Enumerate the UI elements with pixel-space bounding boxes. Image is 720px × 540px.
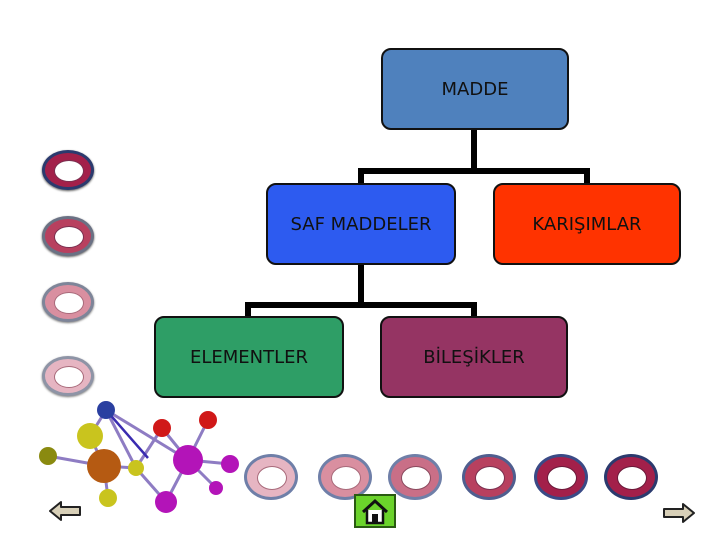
karisimlar-node[interactable]: KARIŞIMLAR: [493, 183, 681, 265]
home-button[interactable]: [354, 494, 396, 528]
connector-left-child-drop: [358, 168, 364, 184]
connector-bilesikler-drop: [471, 302, 477, 318]
ring-button[interactable]: [388, 454, 442, 500]
bilesikler-label: BİLEŞİKLER: [423, 346, 525, 368]
molecule-icon: [39, 401, 239, 513]
saf-maddeler-node[interactable]: SAF MADDELER: [266, 183, 456, 265]
ring-button[interactable]: [462, 454, 516, 500]
connector-right-child-drop: [584, 168, 590, 184]
connector-root-horizontal: [358, 168, 590, 174]
ring-button[interactable]: [244, 454, 298, 500]
ring-button[interactable]: [534, 454, 588, 500]
home-icon: [361, 498, 389, 525]
left-arrow-icon: [49, 501, 81, 521]
prev-button[interactable]: [48, 500, 82, 522]
next-button[interactable]: [662, 502, 696, 524]
madde-label: MADDE: [441, 78, 509, 100]
bilesikler-node[interactable]: BİLEŞİKLER: [380, 316, 568, 398]
right-arrow-icon: [663, 503, 695, 523]
connector-saf-horizontal: [245, 302, 477, 308]
connector-saf-vertical: [358, 265, 364, 307]
elementler-label: ELEMENTLER: [189, 346, 309, 368]
madde-node[interactable]: MADDE: [381, 48, 569, 130]
ring-button[interactable]: [42, 356, 94, 396]
ring-button[interactable]: [42, 150, 94, 190]
saf-maddeler-label: SAF MADDELER: [290, 213, 432, 235]
ring-button[interactable]: [604, 454, 658, 500]
connector-elementler-drop: [245, 302, 251, 318]
elementler-node[interactable]: ELEMENTLER: [154, 316, 344, 398]
ring-button[interactable]: [42, 216, 94, 256]
ring-button[interactable]: [42, 282, 94, 322]
connector-root-vertical: [471, 130, 477, 172]
ring-button[interactable]: [318, 454, 372, 500]
karisimlar-label: KARIŞIMLAR: [532, 213, 642, 235]
